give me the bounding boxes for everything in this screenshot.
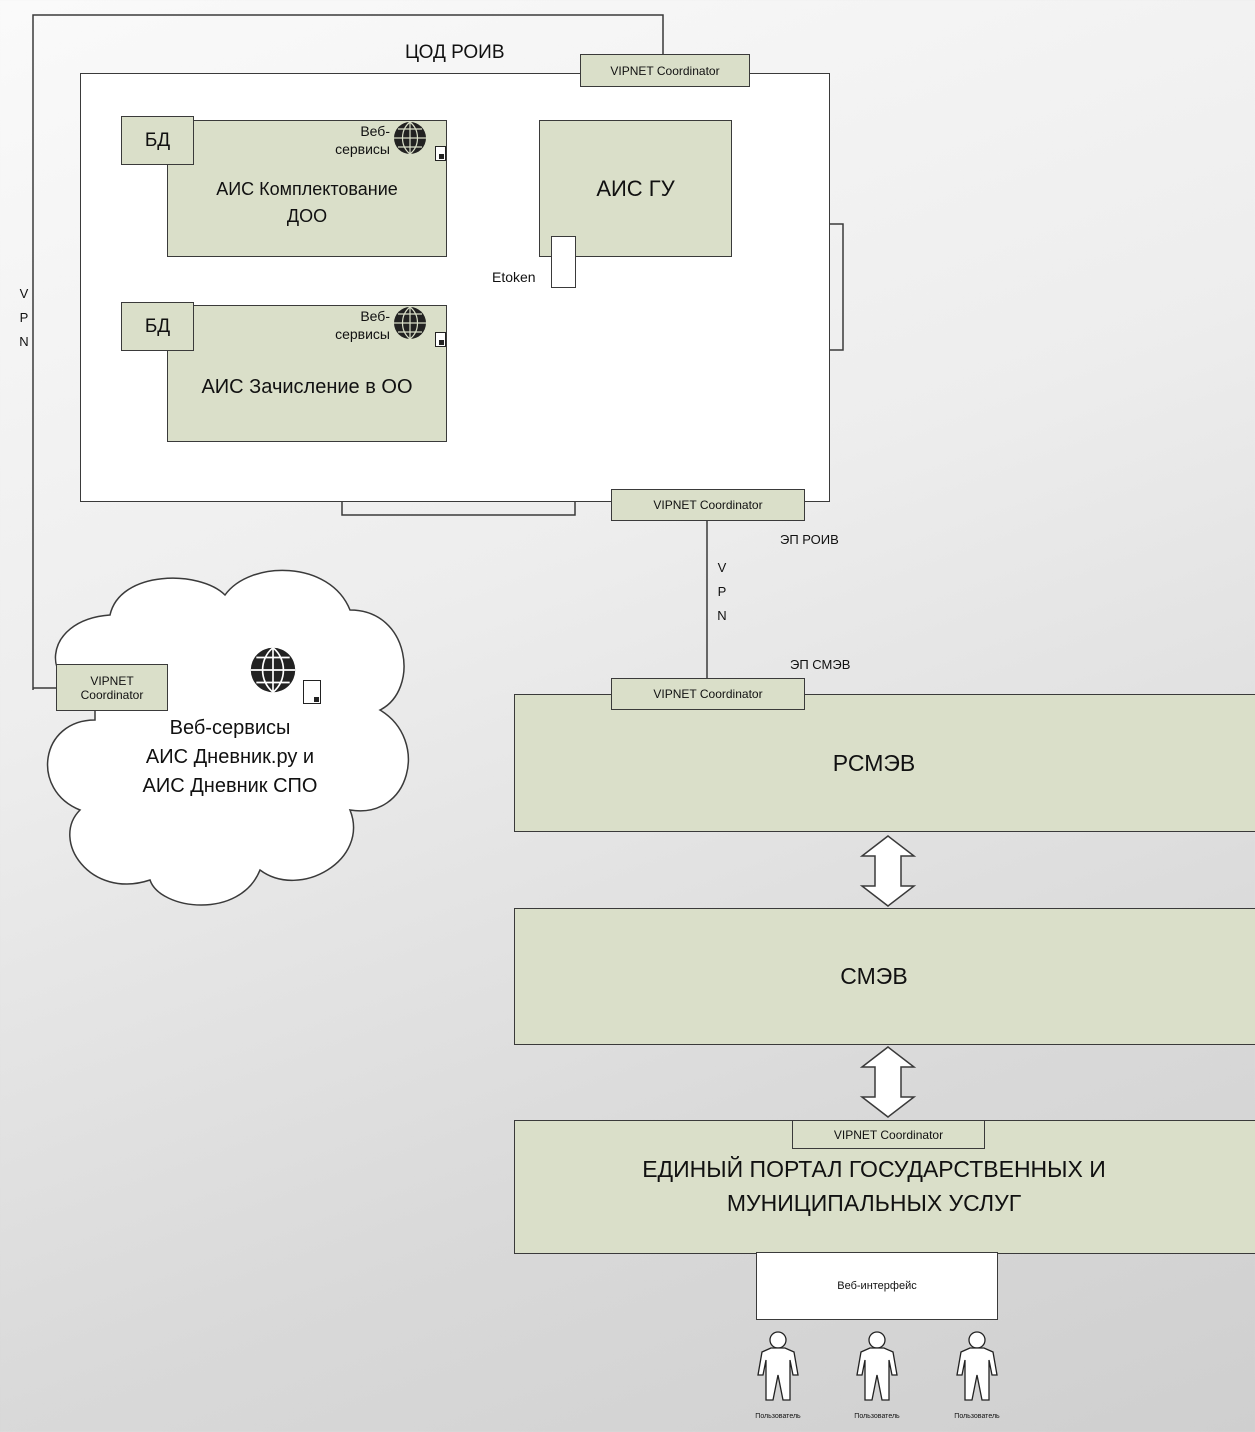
- vipnet-coordinator-cod-bottom: VIPNET Coordinator: [611, 489, 805, 521]
- double-arrow-icon: [859, 1046, 917, 1118]
- vipnet-coordinator-portal: VIPNET Coordinator: [792, 1120, 985, 1149]
- user-label: Пользователь: [954, 1413, 1000, 1420]
- globe-icon: [392, 120, 428, 161]
- ais-komplektovanie-name: АИС Комплектование ДОО: [216, 179, 398, 226]
- cloud-text: Веб-сервисы АИС Дневник.ру и АИС Дневник…: [142, 717, 318, 797]
- rsmev-box: РСМЭВ: [514, 694, 1255, 832]
- person-icon: [856, 1331, 898, 1401]
- ep-roiv-label: ЭП РОИВ: [780, 532, 839, 547]
- portal-name: ЕДИНЫЙ ПОРТАЛ ГОСУДАРСТВЕННЫХ И МУНИЦИПА…: [642, 1156, 1106, 1216]
- cod-right-tab: [830, 223, 844, 351]
- vipnet-coordinator-top: VIPNET Coordinator: [580, 54, 750, 87]
- person-icon: [757, 1331, 799, 1401]
- db-zachislenie: БД: [121, 302, 194, 351]
- person-icon: [956, 1331, 998, 1401]
- web-interface-box: Веб-интерфейс: [756, 1252, 998, 1320]
- ais-gu-box: АИС ГУ: [539, 120, 732, 257]
- web-services-label: Веб- сервисы: [335, 308, 390, 342]
- user-label: Пользователь: [854, 1413, 900, 1420]
- etoken-label: Etoken: [492, 269, 536, 285]
- document-icon: [435, 146, 446, 161]
- ais-zachislenie-name: АИС Зачисление в ОО: [201, 376, 413, 398]
- double-arrow-icon: [859, 835, 917, 907]
- etoken-device: [551, 236, 576, 288]
- cod-bottom-tab: [341, 502, 576, 516]
- outer-vpn-line: [32, 14, 664, 690]
- user-label: Пользователь: [755, 1413, 801, 1420]
- globe-icon: [248, 645, 298, 700]
- web-services-label: Веб- сервисы: [335, 123, 390, 157]
- db-komplektovanie: БД: [121, 116, 194, 165]
- document-icon: [435, 332, 446, 347]
- document-icon: [303, 680, 321, 704]
- vipnet-coordinator-rsmev: VIPNET Coordinator: [611, 678, 805, 710]
- globe-icon: [392, 305, 428, 346]
- cloud-shape: [46, 569, 410, 906]
- cod-title: ЦОД РОИВ: [405, 42, 505, 63]
- vipnet-coordinator-cloud: VIPNET Coordinator: [56, 664, 168, 711]
- smev-box: СМЭВ: [514, 908, 1255, 1045]
- ep-smev-label: ЭП СМЭВ: [790, 657, 851, 672]
